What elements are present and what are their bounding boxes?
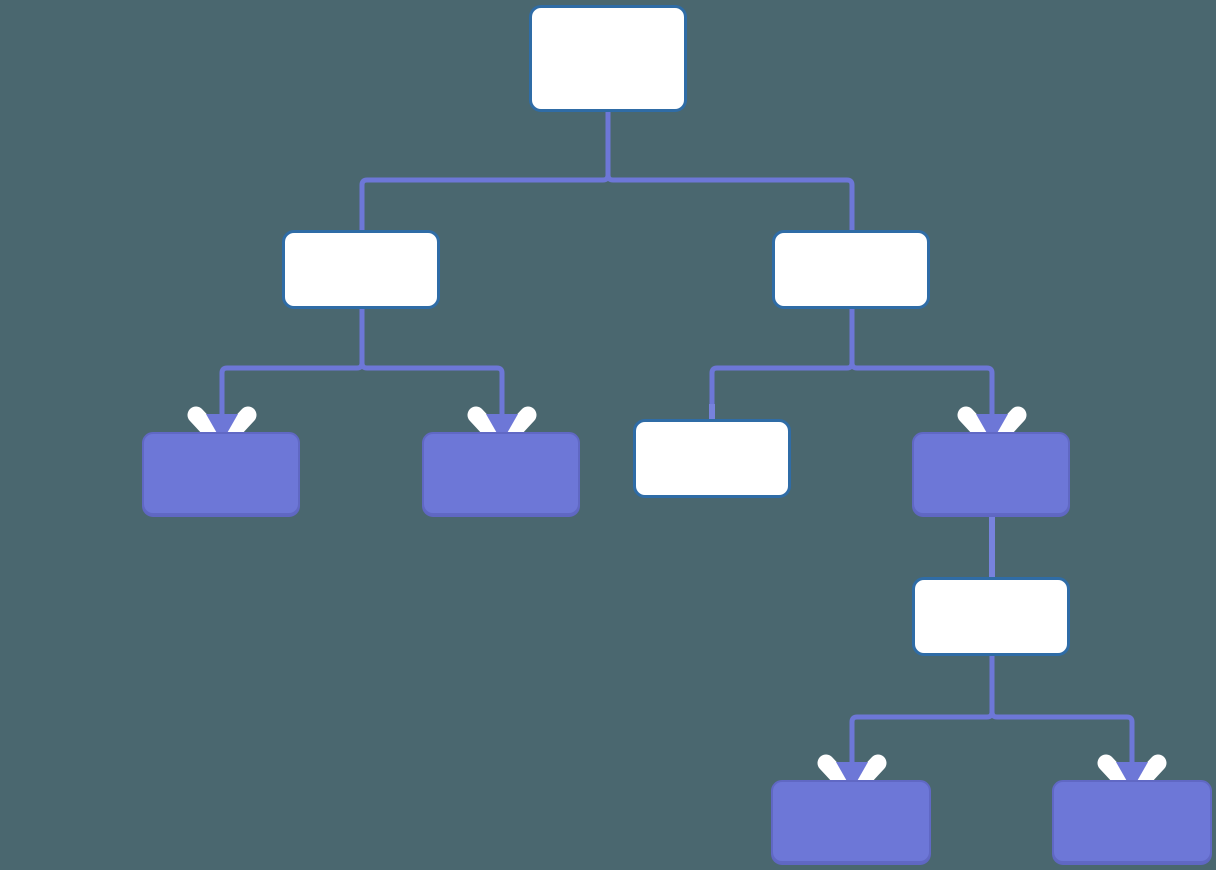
leaf-node-3[interactable]	[633, 419, 791, 498]
edge-branch-left-to-leaf-2	[359, 309, 505, 425]
arrowhead-leaf-4	[976, 414, 1008, 442]
edge-branch-right-to-leaf-3	[709, 309, 855, 419]
arrowhead-leaf-1	[206, 414, 238, 442]
edge-sub-branch-to-leaf-6	[989, 656, 1135, 773]
leaf-node-5[interactable]	[771, 780, 931, 863]
arrowhead-leaf-6	[1116, 762, 1148, 790]
edge-root-to-branch-right	[605, 112, 855, 230]
leaf-node-6[interactable]	[1052, 780, 1212, 863]
edge-root-to-branch-left	[359, 112, 611, 230]
edge-branch-right-to-leaf-4	[849, 309, 995, 425]
branch-left-node[interactable]	[282, 230, 440, 309]
arrowhead-leaf-5	[836, 762, 868, 790]
branch-right-node[interactable]	[772, 230, 930, 309]
sub-branch-node[interactable]	[912, 577, 1070, 656]
leaf-node-1[interactable]	[142, 432, 300, 515]
edge-branch-left-to-leaf-1	[219, 309, 365, 425]
root-node[interactable]	[529, 5, 687, 112]
arrowhead-leaf-2	[486, 414, 518, 442]
leaf-node-2[interactable]	[422, 432, 580, 515]
leaf-node-4[interactable]	[912, 432, 1070, 515]
edge-sub-branch-to-leaf-5	[849, 656, 995, 773]
